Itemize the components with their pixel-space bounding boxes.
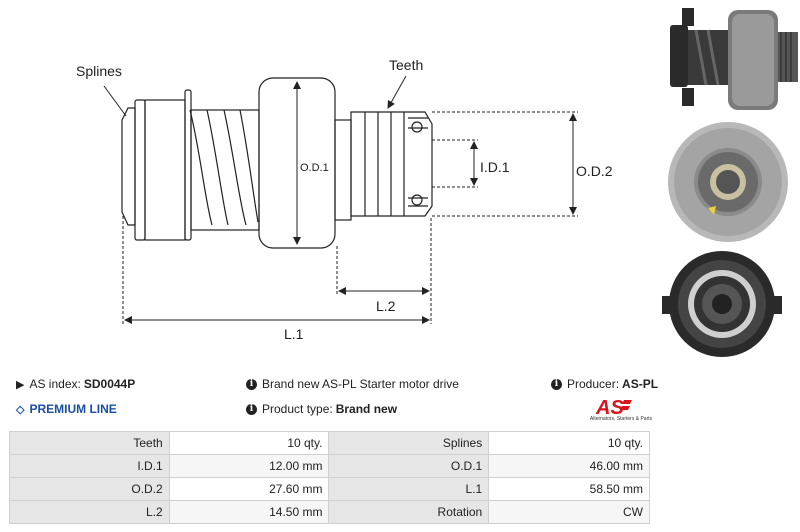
label-splines: Splines [76,63,122,79]
label-od2: O.D.2 [576,163,613,179]
label-l2: L.2 [376,298,396,314]
info-icon: i [246,378,257,390]
producer-label: Producer: [567,377,620,391]
spec-value: 46.00 mm [488,454,650,478]
product-photo-side [660,0,800,118]
spec-value: 12.00 mm [168,454,330,478]
product-type-row: i Product type: Brand new [246,402,397,416]
label-od1: O.D.1 [300,162,329,174]
spec-label: L.2 [9,500,170,524]
label-teeth: Teeth [389,57,423,73]
producer-value: AS-PL [622,377,659,391]
product-type-label: Product type: [262,402,333,416]
as-index-value: SD0044P [83,377,136,391]
spec-label: Splines [328,431,490,455]
description-text: Brand new AS-PL Starter motor drive [262,377,459,391]
flange-left [134,99,146,241]
product-photo-rear [660,250,800,358]
producer-row: i Producer: AS-PL [551,377,658,391]
spec-value: 10 qty. [168,431,330,455]
premium-line-badge: ◇ PREMIUM LINE [16,402,117,416]
pinion [350,111,433,217]
info-icon: i [246,403,257,415]
spec-label: Rotation [328,500,490,524]
spec-value: 58.50 mm [488,477,650,501]
label-id1: I.D.1 [480,159,510,175]
info-icon: i [551,378,562,390]
logo-tagline: Alternators, Starters & Parts [589,416,653,422]
as-index-label: AS index: [29,377,81,391]
spec-value: 10 qty. [488,431,650,455]
spec-label: I.D.1 [9,454,170,478]
diamond-icon: ◇ [16,403,25,416]
spec-value: 27.60 mm [168,477,330,501]
spec-label: Teeth [9,431,170,455]
as-pl-logo: AS [595,397,632,419]
neck [334,119,352,221]
premium-line-text: PREMIUM LINE [29,402,117,416]
spec-value: CW [488,500,650,524]
label-l1: L.1 [284,326,304,342]
product-photo-front [660,120,800,245]
spec-value: 14.50 mm [168,500,330,524]
technical-drawing: Splines Teeth O.D.1 I.D.1 O.D.2 L.2 L.1 [76,57,613,342]
product-type-value: Brand new [335,402,398,416]
spec-label: L.1 [328,477,490,501]
description-row: i Brand new AS-PL Starter motor drive [246,377,459,391]
spec-label: O.D.1 [328,454,490,478]
splines-end [121,107,136,226]
svg-text:AS: AS [595,397,624,419]
as-index-row: ▶ AS index: SD0044P [16,377,135,391]
hub [144,99,186,241]
spec-label: O.D.2 [9,477,170,501]
tag-icon: ▶ [16,378,25,391]
